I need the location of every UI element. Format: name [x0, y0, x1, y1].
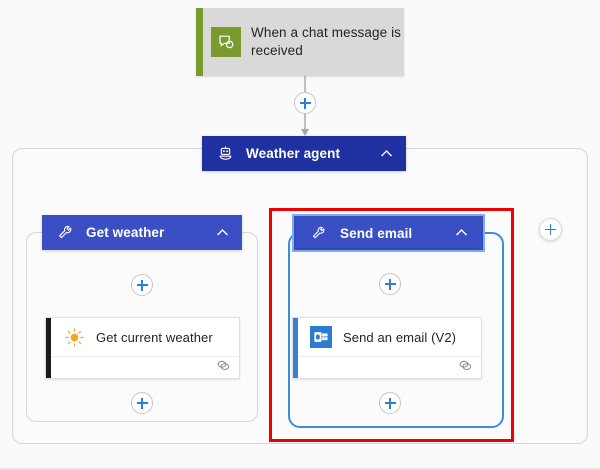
trigger-card[interactable]: When a chat message is received [196, 8, 404, 76]
outlook-icon [309, 325, 333, 349]
annotation-highlight-box [269, 208, 514, 442]
action-label-get-current-weather: Get current weather [96, 329, 213, 345]
chevron-up-icon[interactable] [380, 145, 393, 163]
add-step-above-get-current-weather-button[interactable] [131, 274, 153, 296]
branch-header-send-email[interactable]: Send email [296, 218, 481, 248]
action-card-get-current-weather[interactable]: Get current weather [45, 317, 240, 379]
action-card-send-an-email[interactable]: Send an email (V2) [292, 317, 482, 379]
add-step-below-send-an-email-button[interactable] [379, 392, 401, 414]
wrench-tool-icon [308, 225, 330, 241]
connector-link-icon[interactable] [458, 359, 473, 377]
card-accent-bar [293, 318, 298, 378]
branch-label-get-weather: Get weather [86, 225, 165, 240]
action-label-send-an-email: Send an email (V2) [343, 329, 457, 345]
add-branch-button[interactable] [539, 218, 562, 241]
teams-chat-icon [211, 27, 241, 57]
trigger-title: When a chat message is received [251, 25, 402, 58]
connector-link-icon[interactable] [216, 359, 231, 377]
add-step-after-trigger-button[interactable] [294, 92, 316, 114]
agent-node-weather-agent[interactable]: Weather agent [202, 136, 406, 171]
branch-label-send-email: Send email [340, 225, 413, 241]
sun-weather-icon [62, 325, 86, 349]
wrench-tool-icon [54, 224, 76, 241]
chevron-up-icon[interactable] [216, 224, 229, 242]
add-step-below-get-current-weather-button[interactable] [131, 392, 153, 414]
chevron-up-icon[interactable] [455, 224, 468, 242]
agent-robot-icon [214, 145, 236, 162]
add-step-above-send-an-email-button[interactable] [379, 273, 401, 295]
agent-node-label: Weather agent [246, 146, 341, 161]
branch-header-get-weather[interactable]: Get weather [42, 215, 242, 250]
card-accent-bar [46, 318, 51, 378]
